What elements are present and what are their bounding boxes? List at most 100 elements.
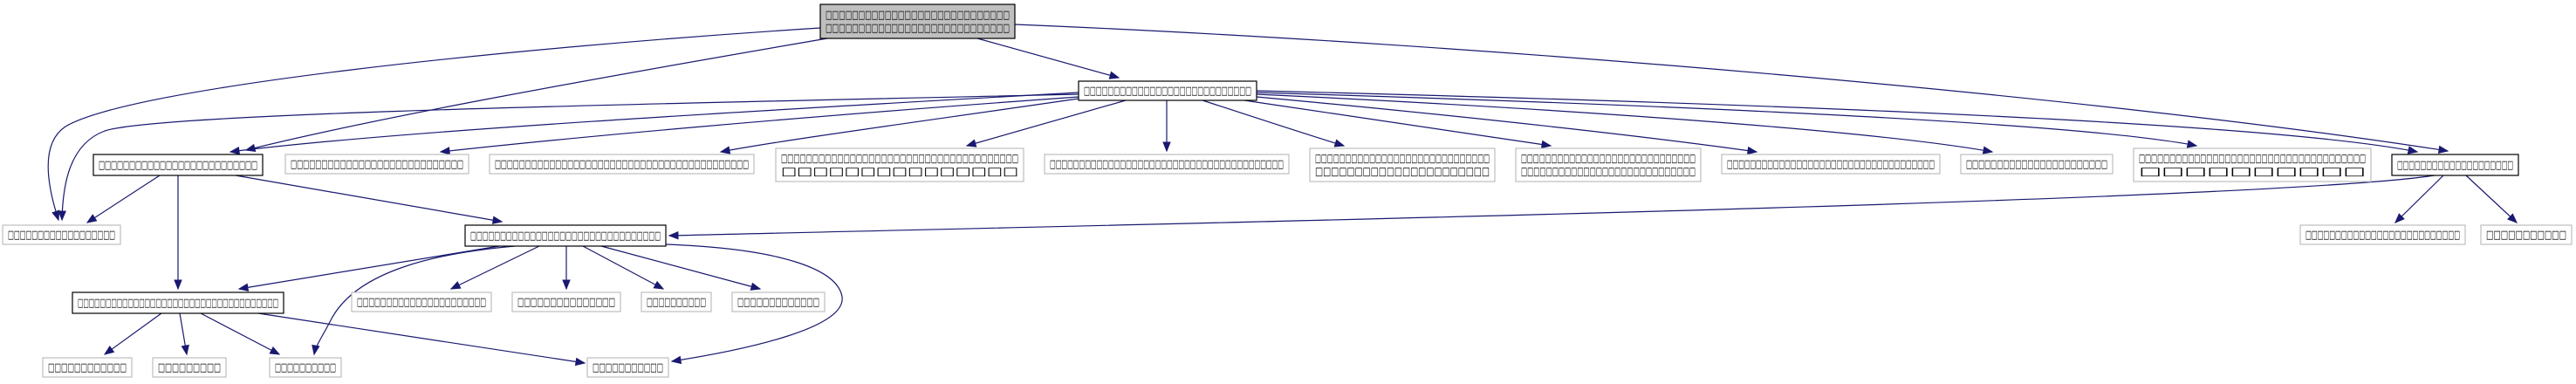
node-label: □□□□□□□□□□□□□□□□□□□□□□□□□□□□□ [1315,153,1490,166]
node-label: □□□□□□□□□□□□□□□□□□ [8,229,115,242]
arrowhead-icon [668,231,679,240]
graph-node-mid[interactable]: □□□□□□□□□□□□□□□□□□□□□□□□□□□□□□□□ [464,224,667,247]
graph-node-m1[interactable]: □□□□□□□□□□□□□□□□□□□□□□ [351,291,492,312]
graph-node-r1[interactable]: □□□□□□□□□□□□□□□□□□□□□□□□□□ [2299,224,2466,245]
graph-node-b3[interactable]: □□□□□□□□□□ [269,357,342,378]
graph-node-m4[interactable]: □□□□□□□□□□□□□ [731,291,826,312]
edge-line [966,99,1127,147]
arrowhead-icon [51,209,60,222]
graph-node-right[interactable]: □□□□□□□□□□□□□□□□□□□□ [2391,154,2519,176]
node-label: □□□□□□□□□□ [647,296,706,309]
edge-root-to-hub [976,38,1120,79]
arrowhead-icon [491,216,504,224]
edge-mid-to-low [237,245,500,291]
graph-node-g6[interactable]: □□□□□□□□□□□□□□□□□□□□□□□□□□□□□□□□□□□□□□□□… [1515,147,1702,182]
node-box [72,291,284,314]
arrowhead-icon [750,282,762,291]
graph-node-m2[interactable]: □□□□□□□□□□□□□□□ [511,291,621,312]
edge-mid-to-m4 [600,245,762,291]
node-box [819,3,1016,39]
edge-low-to-b3 [200,312,281,355]
node-box [464,224,667,247]
node-box [1044,154,1290,175]
node-label: □□□□□□□□□ [158,361,221,374]
node-label: □□□□□□□□□□□□□□□□□□□□□□□□□□□□□ [1521,153,1696,166]
arrowhead-icon [2186,140,2198,148]
arrowhead-icon [562,279,571,291]
edge-mid-to-m3 [582,245,665,290]
node-label: □□□□□□□□□□□□□□□□□□□□□□□□□□□□□□□□ [470,230,661,243]
edge-root-to-left [244,38,828,153]
graph-node-m3[interactable]: □□□□□□□□□□ [641,291,712,312]
arrowhead-icon [58,210,66,222]
graph-node-g5[interactable]: □□□□□□□□□□□□□□□□□□□□□□□□□□□□□□□□□□□□□□□□… [1309,147,1496,182]
edge-line [600,245,761,290]
graph-node-g8[interactable]: □□□□□□□□□□□□□□□□□□□□□□□ [1960,154,2114,175]
edge-line [61,93,1079,221]
graph-node-low[interactable]: □□□□□□□□□□□□□□□□□□□□□□□□□□□□□□□□□□□□ [72,291,284,314]
node-label: □□□□□□□□□□□□ [48,361,127,374]
node-label: □□□□□□□□□□□□□□□□□□□□□□□□□□□□□□□□□□□□ [1727,158,1935,171]
edge-hub-to-g6 [1243,99,1552,149]
edge-mid-to-m2 [562,246,571,291]
node-label: □□□□□□□□□□□□□□□□□□□□□□□□□□□□ [291,158,463,171]
edge-line [1202,99,1345,147]
node-label: □□□□□□□□□□□□□□□□□□□□□□□□□□□□ [1521,166,1696,179]
arrowhead-icon [1982,146,1994,154]
arrowhead-icon [244,143,257,153]
edge-hub-to-right [1256,90,2419,154]
graph-node-root[interactable]: □□□□□□□□□□□□□□□□□□□□□□□□□□□□□□□□□□□□□□□□… [819,3,1016,39]
node-label: □□□□□□□□□□□□□□□□□□□□□□ [357,296,486,309]
edge-hub-to-left [229,92,1079,155]
graph-node-g7[interactable]: □□□□□□□□□□□□□□□□□□□□□□□□□□□□□□□□□□□□ [1721,154,1941,175]
graph-node-g9[interactable]: □□□□□□□□□□□□□□□□□□□□□□□□□□□□□□□□□□□□□□□□… [2133,147,2372,182]
graph-edges [47,24,2518,367]
edge-line [1256,90,2418,153]
arrowhead-icon [1746,146,1758,155]
node-box [489,154,755,175]
edge-mid-to-m1 [449,245,540,290]
node-label: □□□□□□□□□□□□□□□□□□□□□□□ [1966,158,2107,171]
arrowhead-icon [269,346,281,355]
graph-node-left[interactable]: □□□□□□□□□□□□□□□□□□□□□□□□□□ [92,154,264,176]
edge-line [1243,99,1552,147]
edge-line [200,312,280,355]
edge-line [1256,93,1993,153]
edge-line [245,38,828,151]
edge-hub-to-g1 [439,96,1079,155]
graph-node-farleft[interactable]: □□□□□□□□□□□□□□□□□□ [2,224,121,245]
arrowhead-icon [719,146,731,154]
arrowhead-icon [670,355,682,365]
graph-node-g3[interactable]: □□□□□□□□□□□□□□□□□□□□□□□□□□□□□□□□□□□□□□□□… [775,147,1024,182]
arrowhead-icon [653,280,665,290]
graph-node-g1[interactable]: □□□□□□□□□□□□□□□□□□□□□□□□□□□□ [284,154,469,175]
graph-node-r2[interactable]: □□□□□□□□□□□ [2480,224,2573,245]
node-label: □□□□□□□□□□□□□□□□□□□□□□□□□□□□ [826,9,1010,22]
arrowhead-icon [2394,213,2405,223]
edge-line [238,245,500,290]
arrowhead-icon [965,139,977,147]
graph-node-b1[interactable]: □□□□□□□□□□□□ [42,357,133,378]
graph-node-g4[interactable]: □□□□□□□□□□□□□□□□□□□□□□□□□□□□□□□□□□□□□□□□ [1044,154,1290,175]
edge-right-to-r1 [2394,175,2444,223]
arrowhead-icon [103,346,115,355]
node-label: □□□□□□□□□□□□□□□□□□□□□□□□□□□□ [826,22,1010,35]
edge-line [235,175,503,223]
edge-line [47,27,821,221]
edge-low-to-b2 [179,312,189,356]
graph-node-b4[interactable]: □□□□□□□□□□□ [586,357,669,378]
graph-node-hub[interactable]: □□□□□□□□□□□□□□□□□□□□□□□□□□□□ [1078,80,1257,101]
edge-low-to-b4 [257,312,586,367]
graph-node-g2[interactable]: □□□□□□□□□□□□□□□□□□□□□□□□□□□□□□□□□□□□□□□□… [489,154,755,175]
edge-line [1256,96,1757,153]
node-label: □□□□□□□□□□□□□□□□□□□□□□ [1315,166,1490,179]
node-box [2480,224,2573,245]
arrowhead-icon [2507,213,2518,223]
node-box [731,291,826,312]
node-label: □□□□□□□□□□□□□□□□□□□□□□□□□□□□ [1084,85,1251,98]
edge-hub-to-g8 [1256,93,1994,154]
graph-node-b2[interactable]: □□□□□□□□□ [152,357,227,378]
node-label: □□□□□□□□□□□□□□□□□□□□□□□□□□□□□□□□□□□□ [78,297,278,310]
node-box [1721,154,1941,175]
